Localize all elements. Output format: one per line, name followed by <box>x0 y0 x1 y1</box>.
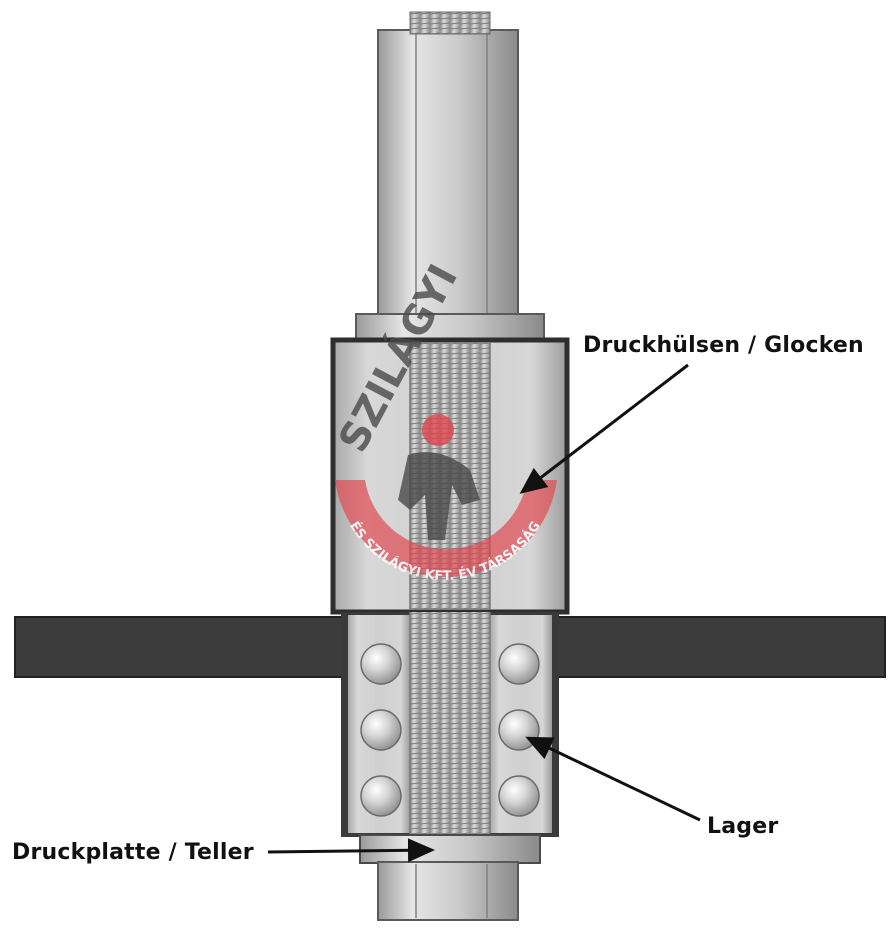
label-pressure-plate: Druckplatte / Teller <box>12 840 254 865</box>
label-bearing: Lager <box>707 814 778 839</box>
bearing-ball <box>360 643 402 685</box>
bearing-ball <box>360 775 402 817</box>
bearing-ball <box>498 775 540 817</box>
bottom-hex-nut <box>377 861 519 921</box>
workpiece-arm <box>14 616 886 678</box>
bearing-ball <box>498 643 540 685</box>
sleeves-arrow <box>519 363 689 494</box>
label-pressure-sleeves: Druckhülsen / Glocken <box>583 333 864 358</box>
pressure-plate <box>359 834 541 864</box>
bearing-ball <box>498 709 540 751</box>
bearing-ball <box>360 709 402 751</box>
callout-arrows <box>267 363 701 863</box>
top-hex-nut <box>377 11 519 316</box>
bearing-balls <box>360 643 540 817</box>
bearing-arrow <box>525 736 701 822</box>
plate-arrow <box>267 838 435 863</box>
